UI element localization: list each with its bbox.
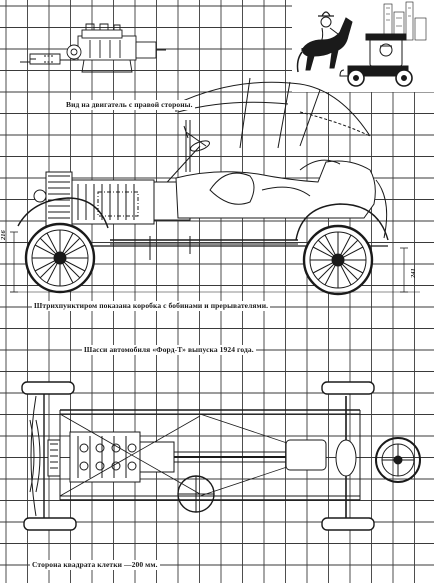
front-wheel-drawing (24, 222, 96, 294)
engine-side-view-drawing (20, 23, 166, 73)
engine-view-caption: Вид на двигатель с правой стороны. (64, 100, 195, 110)
right-ground-clearance-dimension: 241 (410, 268, 417, 278)
cowboy-and-car-cartoon (292, 0, 434, 92)
cowboy-on-horse-drawing (296, 11, 353, 73)
left-ground-clearance-dimension: 216 (0, 230, 7, 240)
grid-scale-caption: Сторона квадрата клетки —200 мм. (30, 560, 160, 570)
antique-car-drawing (339, 33, 413, 87)
coil-box-caption: Штрихпунктиром показана коробка с бобина… (32, 301, 271, 311)
car-side-view-drawing (10, 77, 420, 296)
chassis-plan-view-drawing (21, 381, 421, 531)
rear-wheel-drawing (302, 224, 374, 296)
chassis-title-caption: Шасси автомобиля «Форд-Т» выпуска 1924 г… (82, 345, 256, 355)
